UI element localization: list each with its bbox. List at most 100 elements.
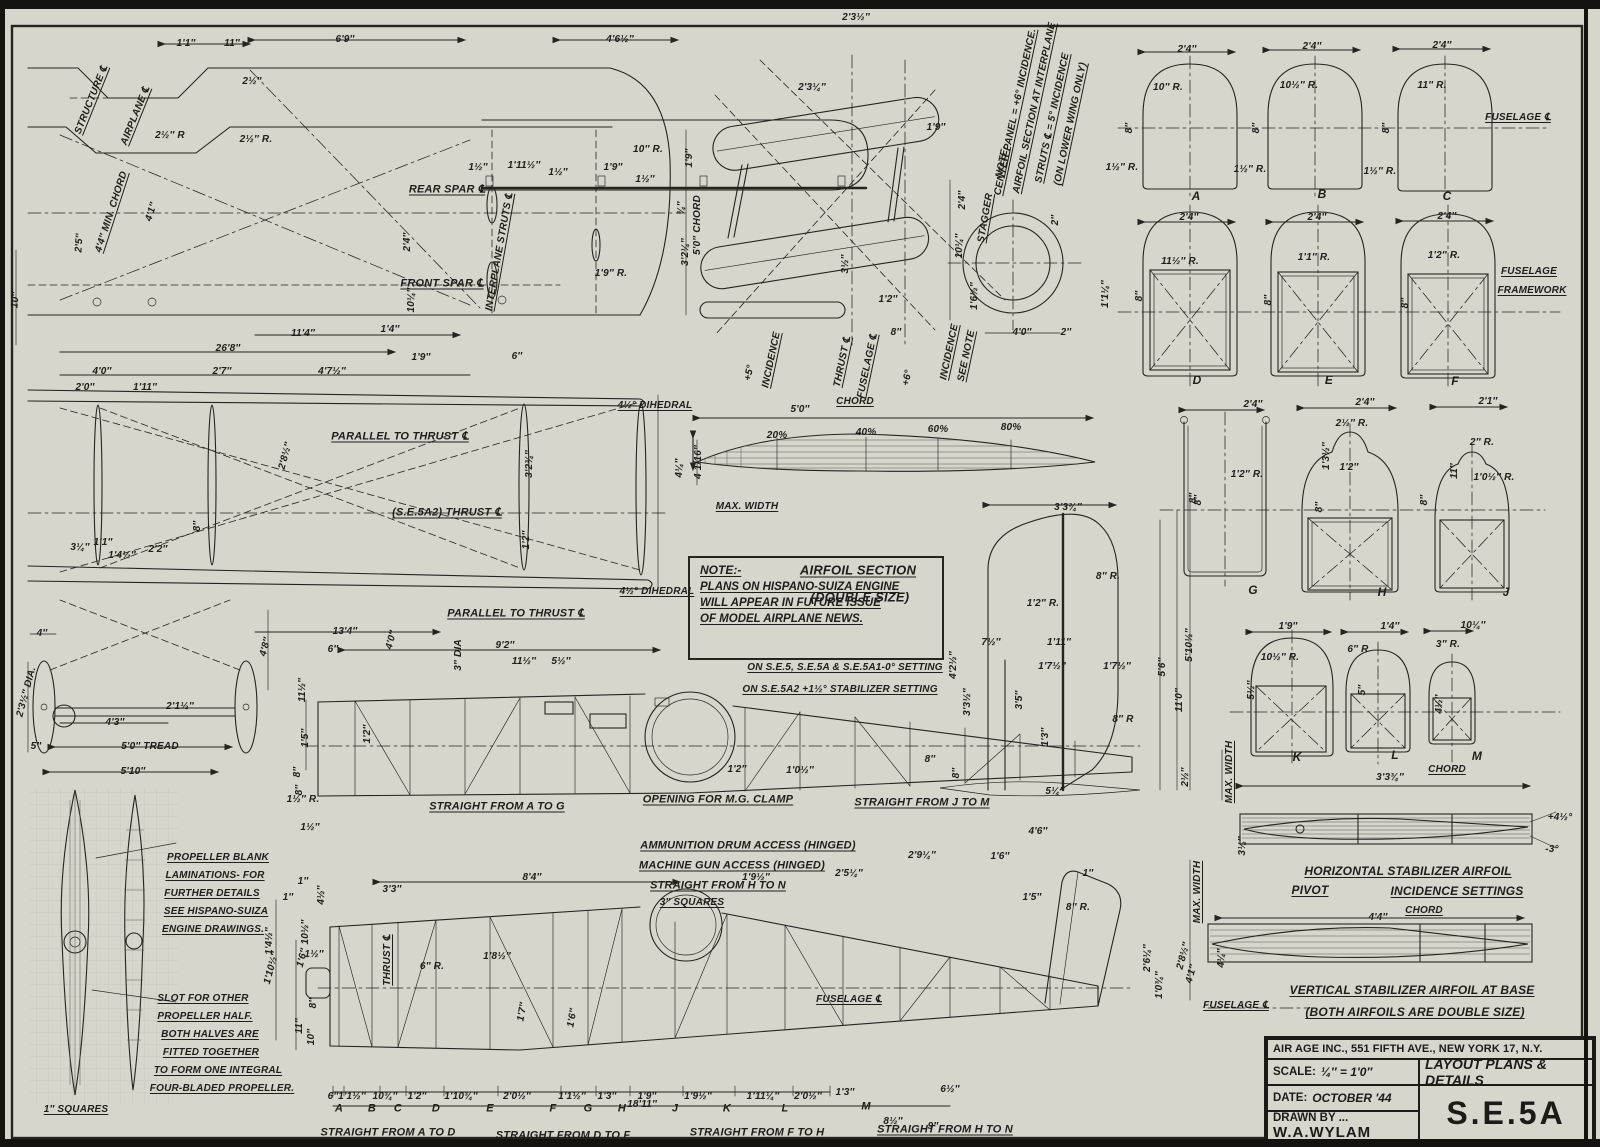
- dim-label: 5½″: [551, 656, 571, 667]
- dim-label: STRAIGHT FROM H TO N: [650, 879, 786, 892]
- dim-label: 2'9¼″: [908, 850, 936, 861]
- sheet-border: [10, 24, 1584, 1140]
- dim-label: 4'4″: [1368, 912, 1388, 923]
- dim-label: 2'4″: [1302, 41, 1322, 52]
- station-letter: H: [617, 1102, 627, 1115]
- station-letter: A: [334, 1102, 344, 1115]
- dim-label: 1'11″: [132, 382, 158, 393]
- station-letter: B: [367, 1102, 377, 1115]
- straight-a-g-label: STRAIGHT FROM A TO G: [429, 800, 565, 813]
- dim-label: 1'2″: [362, 724, 373, 744]
- dim-label: 6″ R: [1347, 644, 1369, 655]
- section-letter: A: [1191, 189, 1201, 203]
- dim-label: 1½″: [635, 174, 655, 185]
- dim-label: 6½″: [940, 1084, 960, 1095]
- dim-label: 10½″ R.: [1279, 80, 1319, 91]
- dim-label: THRUST ℄: [382, 934, 393, 986]
- dim-label: 1'9″: [1278, 621, 1298, 632]
- fuselage-sections-ghj: [1159, 403, 1546, 601]
- dim-label: 1'2″: [878, 294, 898, 305]
- dim-label: 10½″: [300, 919, 311, 945]
- one-inch-squares-label: 1″ SQUARES: [43, 1104, 109, 1115]
- dim-label: 2½″ R: [155, 130, 185, 141]
- dim-label: 5¼″: [1045, 786, 1065, 797]
- dim-label: 5'6″: [1157, 657, 1168, 677]
- dim-label: 11″ R.: [1417, 80, 1447, 91]
- dim-label: 8″: [1419, 494, 1430, 506]
- dim-label: 60%: [927, 424, 949, 435]
- dim-label: 8″: [1381, 122, 1392, 134]
- section-letter: M: [1471, 749, 1483, 763]
- dim-label: 1'7½″: [1103, 661, 1131, 672]
- propeller-slot-note: SLOT FOR OTHER: [157, 993, 249, 1004]
- dim-label: 4'6½″: [606, 34, 634, 45]
- dim-label: 2½″: [1180, 767, 1191, 787]
- scan-edge-top: [0, 0, 1600, 9]
- dim-label: 1'5″: [300, 728, 311, 748]
- drawn-by-cell: DRAWN BY ... W.A.WYLAM: [1267, 1111, 1419, 1142]
- dim-label: 1″: [297, 876, 309, 887]
- dim-label: 8″: [1400, 297, 1411, 309]
- dim-label: 4'6″: [1028, 826, 1048, 837]
- section-letter: C: [1442, 189, 1452, 203]
- dim-label: 4¼″: [1216, 948, 1227, 968]
- dim-label: 10¼″: [1460, 620, 1486, 631]
- dim-label: 8″: [1251, 122, 1262, 134]
- dim-label: 4'0″: [92, 366, 112, 377]
- dim-label: 2'4″: [402, 232, 413, 252]
- dim-label: FUSELAGE ℄: [1485, 112, 1551, 123]
- dim-label: 8″: [192, 520, 203, 532]
- dim-label: 1'2″ R.: [1026, 598, 1060, 609]
- dim-label: 6″: [327, 644, 339, 655]
- dim-label: 1″: [1082, 868, 1094, 879]
- dim-label: 3'5″: [1014, 690, 1025, 710]
- dim-label: FITTED TOGETHER: [162, 1047, 260, 1058]
- dim-label: 3'3½″: [962, 688, 973, 716]
- dim-label: 1'9″: [684, 148, 695, 168]
- station-letter: C: [393, 1102, 403, 1115]
- date-value: OCTOBER '44: [1312, 1091, 1392, 1105]
- dim-label: LAMINATIONS- FOR: [165, 870, 265, 881]
- dim-label: 4'7½″: [318, 366, 346, 377]
- dim-label: 6″: [511, 351, 523, 362]
- dim-label: 10″: [306, 1028, 317, 1046]
- dim-label: 10¼″: [406, 287, 417, 313]
- dim-label: 8″ R.: [1065, 902, 1091, 913]
- dim-label: FURTHER DETAILS: [164, 888, 260, 899]
- dim-label: 2″: [1050, 214, 1061, 226]
- dim-label: 7½″: [981, 637, 1001, 648]
- dim-label: 13'4″: [332, 626, 358, 637]
- dim-label: 4 1/16″: [693, 445, 704, 479]
- dim-label: 6″: [327, 1091, 339, 1102]
- dim-label: 2'0″: [75, 382, 95, 393]
- stabilizer-setting-note: ON S.E.5, S.E.5A & S.E.5A1-0° SETTING: [747, 662, 943, 673]
- dim-label: 9'2″: [495, 640, 515, 651]
- straight-h-n-label: STRAIGHT FROM H TO N: [877, 1123, 1013, 1136]
- squares-grid: [30, 788, 178, 1104]
- dim-label: 10″ R.: [633, 144, 663, 155]
- dim-label: 10½″ R.: [1260, 652, 1300, 663]
- dim-label: 2″: [1060, 327, 1072, 338]
- dim-label: 26'8″: [215, 343, 241, 354]
- dim-label: 2'4″: [1179, 212, 1199, 223]
- dim-label: 3½″: [840, 254, 851, 274]
- dim-label: 40%: [855, 427, 877, 438]
- dim-label: 3⅛″: [1237, 836, 1248, 856]
- dim-label: -3°: [1545, 844, 1559, 855]
- dim-label: 1'0½″: [786, 765, 814, 776]
- dim-label: 1'6½″: [969, 282, 980, 310]
- dim-label: 1'9″: [411, 352, 431, 363]
- dim-label: 1'4½″: [264, 927, 275, 955]
- dim-label: 2'4″: [1437, 211, 1457, 222]
- dim-label: 1'1″ R.: [1297, 252, 1331, 263]
- dim-label: 1'11″: [1046, 637, 1072, 648]
- dim-label: 3'2¼″: [680, 238, 691, 266]
- date-label: DATE:: [1273, 1092, 1308, 1104]
- dim-label: PROPELLER HALF.: [157, 1011, 253, 1022]
- ammo-drum-label: AMMUNITION DRUM ACCESS (HINGED): [640, 839, 856, 852]
- dim-label: 1'1¼″: [1100, 280, 1111, 308]
- station-letter: J: [671, 1102, 679, 1115]
- dim-label: 11'4″: [290, 328, 316, 339]
